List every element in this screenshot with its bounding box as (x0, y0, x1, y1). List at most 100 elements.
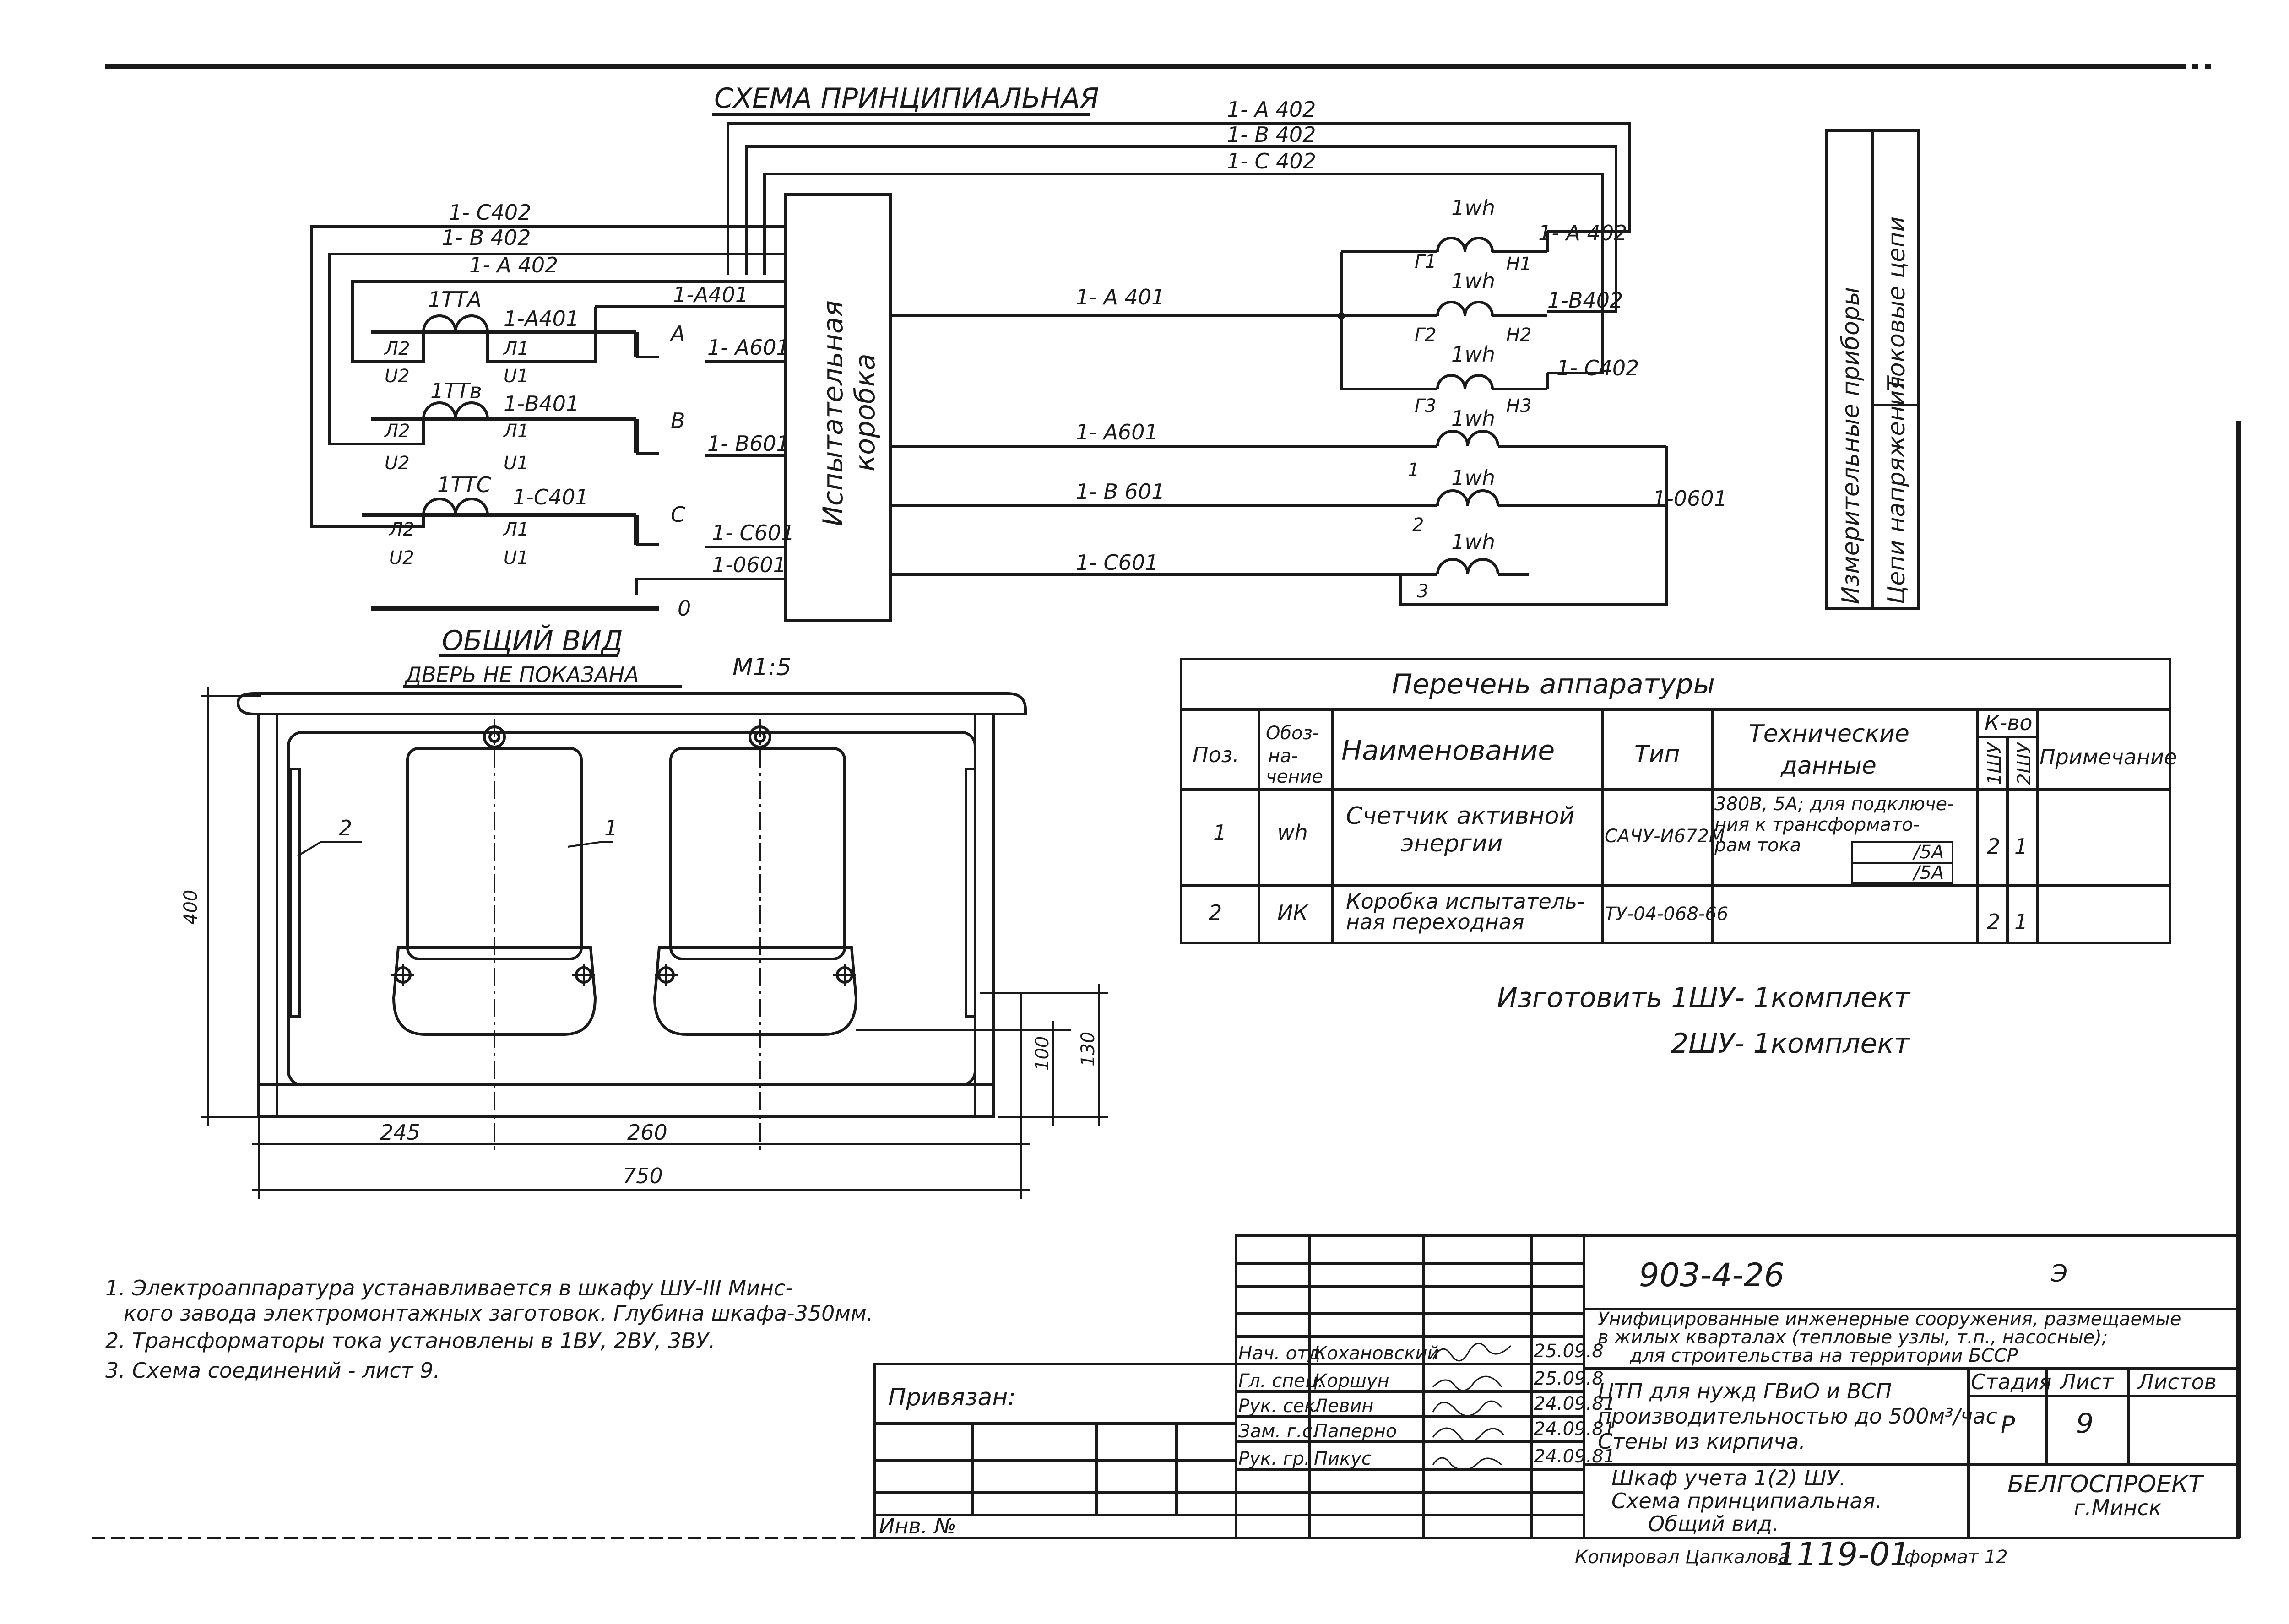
row2-pos: 2 (1209, 900, 1222, 925)
bound-label: Привязан: (888, 1384, 1016, 1411)
current-coil-3: 1wh 3 (1417, 530, 1529, 602)
meter-label-4: 1wh (1451, 406, 1495, 431)
series-2: в жилых кварталах (тепловые узлы, т.п., … (1598, 1327, 2108, 1348)
person-3-date: 24.09.81 (1534, 1393, 1615, 1414)
person-1-role: Нач. отд. (1238, 1343, 1326, 1364)
top-wire-b: 1- В 402 (1227, 122, 1316, 147)
top-wire-a: 1- А 402 (1227, 97, 1316, 122)
note-1-a: 1. Электроаппаратура устанавливается в ш… (105, 1276, 793, 1300)
left-wire-b: 1- В 402 (442, 225, 531, 250)
person-1-name: Кохановский (1314, 1343, 1439, 1364)
row2-q1: 2 (1987, 909, 2000, 934)
mid-wire-a401: 1- А 401 (1076, 285, 1165, 309)
neutral-wire-label: 1-0601 (712, 552, 787, 577)
row1-pos: 1 (1213, 820, 1226, 845)
general-view-subtitle: ДВЕРЬ НЕ ПОКАЗАНА (404, 662, 639, 687)
mid-wire-a601: 1- А601 (1076, 420, 1158, 444)
hdr-qty: К-во (1985, 710, 2033, 735)
cabinet-top (236, 692, 1027, 715)
dim-130: 130 (1078, 1032, 1099, 1066)
hdr-name: Наименование (1341, 735, 1555, 767)
mounting-panel (287, 731, 976, 1086)
cc1-num: 1 (1408, 460, 1419, 481)
vc1-wire: 1- А 402 (1538, 221, 1627, 245)
dim-left: 245 (380, 1120, 420, 1145)
ct-c-l2: Л2 (388, 519, 415, 540)
person-2-name: Коршун (1314, 1370, 1389, 1391)
meter-label-3: 1wh (1451, 342, 1495, 367)
person-5-name: Пикус (1314, 1448, 1372, 1469)
voltage-coil-3: 1wh Г3 Н3 1- С402 (1415, 342, 1639, 417)
ct-c-u2: U2 (389, 547, 414, 568)
org-name: БЕЛГОСПРОЕКТ (2007, 1471, 2205, 1498)
ct-b-wire: 1-В401 (504, 391, 579, 416)
legend-measuring: Измерительные приборы (1837, 287, 1865, 604)
schematic-title: СХЕМА ПРИНЦИПИАЛЬНАЯ (714, 82, 1099, 114)
sheet-title-3: Общий вид. (1648, 1511, 1779, 1536)
copied-by: Копировал Цапкалова (1575, 1547, 1790, 1568)
hdr-desig-1: Обоз- (1266, 723, 1319, 744)
ct-a-l2: Л2 (384, 338, 410, 359)
ct-a-u1: U1 (504, 366, 529, 387)
copy-number: 1119-01 (1776, 1536, 1910, 1573)
dim-100: 100 (1032, 1036, 1053, 1071)
legend-current: Токовые цепи (1883, 217, 1910, 391)
hdr-desig-3: чение (1266, 766, 1323, 787)
row1-frac-1: /5А (1912, 842, 1944, 863)
hdr-q1: 1ШУ (1984, 742, 2005, 785)
ct-b-l1: Л1 (503, 421, 529, 442)
pos-label-2: 2 (339, 816, 352, 840)
hdr-tech-1: Технические (1749, 720, 1909, 747)
row1-tech-3: рам тока (1714, 835, 1801, 856)
general-view-title: ОБЩИЙ ВИД (442, 624, 623, 657)
vc2-wire: 1-В402 (1547, 288, 1623, 313)
row1-name-1: Счетчик активной (1346, 802, 1574, 830)
series-3: для строительства на территории БССР (1629, 1345, 2018, 1366)
hdr-q2: 2ШУ (2014, 742, 2035, 785)
meter-label-1: 1wh (1451, 195, 1495, 220)
person-3-role: Рук. сек. (1238, 1396, 1321, 1417)
apparatus-title: Перечень аппаратуры (1392, 668, 1715, 700)
phase-c: С (671, 502, 685, 527)
org-city: г.Минск (2074, 1495, 2162, 1520)
sheet-format: формат 12 (1904, 1547, 2008, 1568)
ct-c-coil (422, 498, 489, 515)
row1-q2: 1 (2014, 834, 2028, 859)
ct-c-u1: U1 (504, 547, 529, 568)
row1-desig: wh (1277, 820, 1308, 845)
object-1: ЦТП для нужд ГВиО и ВСП (1598, 1379, 1892, 1403)
vc3-right: Н3 (1506, 395, 1532, 417)
note-2: 2. Трансформаторы тока установлены в 1ВУ… (105, 1328, 716, 1353)
row1-frac-2: /5А (1912, 862, 1944, 883)
sheet-title-2: Схема принципиальная. (1611, 1489, 1882, 1513)
ct-c-l1: Л1 (503, 519, 529, 540)
list-header: Лист (2059, 1370, 2114, 1394)
voltage-coil-2: 1wh Г2 Н2 1-В402 (1415, 269, 1623, 346)
object-2: производительностью до 500м³/час (1598, 1404, 1997, 1429)
dim-height: 400 (180, 890, 201, 925)
schematic: СХЕМА ПРИНЦИПИАЛЬНАЯ 1- А 402 1- В 402 1… (310, 82, 1920, 622)
cabinet-body (257, 713, 995, 1118)
hdr-desig-2: на- (1268, 746, 1298, 767)
ct-b-name: 1ТТв (430, 379, 482, 403)
phase-b: В (671, 408, 685, 433)
doc-number: 903-4-26 (1639, 1256, 1785, 1294)
note-3: 3. Схема соединений - лист 9. (105, 1358, 440, 1383)
ct-b-out: 1- В601 (707, 431, 790, 456)
person-2-role: Гл. спец. (1238, 1370, 1323, 1391)
voltage-coil-1: 1wh Г1 Н1 1- А 402 (1415, 195, 1627, 275)
row1-q1: 2 (1987, 834, 2000, 859)
sheet-title-1: Шкаф учета 1(2) ШУ. (1611, 1466, 1846, 1490)
list-value: 9 (2076, 1407, 2094, 1440)
make-line-2: 2ШУ- 1комплект (1671, 1028, 1911, 1060)
hdr-pos: Поз. (1193, 742, 1239, 767)
hdr-note: Примечание (2039, 745, 2177, 769)
dim-mid: 260 (627, 1120, 667, 1145)
stage-header: Стадия (1971, 1370, 2051, 1394)
test-box-label-2: коробка (849, 353, 881, 471)
lists-header: Листов (2137, 1370, 2217, 1394)
top-wire-c: 1- С 402 (1227, 149, 1316, 173)
row1-tech-1: 380В, 5А; для подключе- (1714, 794, 1954, 815)
ct-c-name: 1ТТС (437, 472, 491, 497)
